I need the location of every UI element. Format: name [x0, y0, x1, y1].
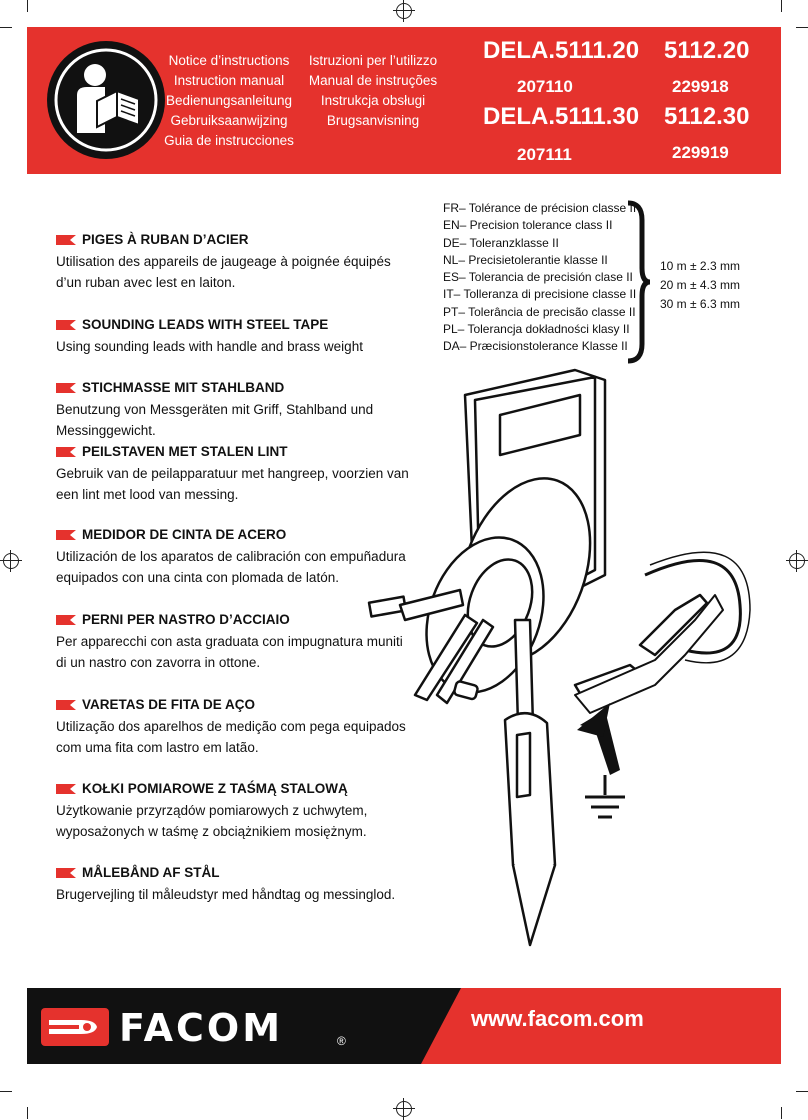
section-title: MÅLEBÅND AF STÅL: [56, 865, 220, 880]
brand-logo: FACOM: [119, 1006, 284, 1050]
reference-code: 5112.30: [664, 103, 750, 130]
section-text: Per apparecchi con asta graduata con imp…: [56, 634, 403, 670]
language-label: Bedienungsanleitung: [165, 93, 293, 108]
crop-mark: [0, 27, 12, 28]
tolerance-value: 10 m ± 2.3 mm: [660, 259, 740, 273]
section-title: PIGES À RUBAN D’ACIER: [56, 232, 249, 247]
language-label: Notice d’instructions: [168, 53, 290, 68]
tolerance-values: 10 m ± 2.3 mm 20 m ± 4.3 mm 30 m ± 6.3 m…: [660, 257, 740, 314]
red-arrow-icon: [56, 868, 76, 878]
red-arrow-icon: [56, 530, 76, 540]
section-title: SOUNDING LEADS WITH STEEL TAPE: [56, 317, 328, 332]
registered-mark: ®: [337, 1034, 346, 1048]
red-arrow-icon: [56, 700, 76, 710]
reference-code: 207110: [517, 77, 573, 96]
reference-code: 5112.20: [664, 37, 750, 64]
red-arrow-icon: [56, 320, 76, 330]
registration-mark-icon: [393, 0, 415, 22]
reference-code: 207111: [517, 145, 572, 164]
language-list-1: Notice d’instructions Instruction manual…: [159, 51, 299, 151]
registration-mark-icon: [786, 550, 808, 572]
tolerance-line: ES– Tolerancia de precisión clase II: [443, 270, 633, 285]
section-title: STICHMASSE MIT STAHLBAND: [56, 380, 284, 395]
tolerance-line: DE– Toleranzklasse II: [443, 235, 559, 250]
section-text: Utilisation des appareils de jaugeage à …: [56, 254, 391, 290]
section-text: Brugervejling til måleudstyr med håndtag…: [56, 887, 396, 902]
tolerance-line: PT– Tolerância de precisão classe II: [443, 304, 636, 319]
manual-reading-person-icon: [47, 41, 165, 159]
curly-brace-icon: [627, 200, 651, 364]
tolerance-line: IT– Tolleranza di precisione classe II: [443, 287, 637, 302]
section-title: KOŁKI POMIAROWE Z TAŚMĄ STALOWĄ: [56, 781, 348, 796]
language-label: Manual de instruções: [308, 73, 438, 88]
section-text: Użytkowanie przyrządów pomiarowych z uch…: [56, 803, 368, 839]
red-arrow-icon: [56, 235, 76, 245]
reference-code: 229918: [672, 77, 729, 96]
section-text: Gebruik van de peilapparatuur met hangre…: [56, 466, 409, 502]
crop-mark: [796, 1091, 808, 1092]
website-link[interactable]: www.facom.com: [471, 1006, 644, 1031]
reference-code: DELA.5111.30: [483, 103, 640, 130]
tolerance-line: DA– Præcisionstolerance Klasse II: [443, 339, 628, 354]
language-label: Istruzioni per l’utilizzo: [308, 53, 438, 68]
section-title: MEDIDOR DE CINTA DE ACERO: [56, 527, 286, 542]
tolerance-line: NL– Precisietolerantie klasse II: [443, 252, 608, 267]
red-arrow-icon: [56, 784, 76, 794]
tolerance-line: PL– Tolerancja dokładności klasy II: [443, 322, 630, 337]
section-text: Utilización de los aparatos de calibraci…: [56, 549, 406, 585]
language-label: Instrukcja obsługi: [320, 93, 426, 108]
registration-mark-icon: [393, 1098, 415, 1120]
crop-mark: [781, 1107, 782, 1119]
red-arrow-icon: [56, 383, 76, 393]
crop-mark: [27, 0, 28, 12]
header-banner: Notice d’instructions Instruction manual…: [27, 27, 781, 174]
tolerance-line: FR– Tolérance de précision classe II: [443, 201, 637, 215]
tolerance-value: 20 m ± 4.3 mm: [660, 278, 740, 292]
language-label: Instruction manual: [173, 73, 285, 88]
section-title: VARETAS DE FITA DE AÇO: [56, 697, 255, 712]
reference-code: 229919: [672, 143, 729, 162]
tolerance-line: EN– Precision tolerance class II: [443, 218, 613, 233]
language-list-2: Istruzioni per l’utilizzo Manual de inst…: [303, 51, 443, 131]
red-arrow-icon: [56, 615, 76, 625]
reference-code: DELA.5111.20: [483, 37, 640, 64]
crop-mark: [781, 0, 782, 12]
section-title: PEILSTAVEN MET STALEN LINT: [56, 444, 288, 459]
sounding-lead-illustration: [367, 368, 751, 947]
red-arrow-icon: [56, 447, 76, 457]
crop-mark: [796, 27, 808, 28]
section-text: Using sounding leads with handle and bra…: [56, 339, 363, 354]
crop-mark: [27, 1107, 28, 1119]
language-label: Brugsanvisning: [326, 113, 420, 128]
registration-mark-icon: [0, 550, 22, 572]
crop-mark: [0, 1091, 12, 1092]
tolerance-value: 30 m ± 6.3 mm: [660, 297, 740, 311]
language-label: Guia de instrucciones: [164, 133, 294, 148]
footer-banner: FACOM ® www.facom.com: [27, 988, 781, 1064]
section-title: PERNI PER NASTRO D’ACCIAIO: [56, 612, 290, 627]
language-label: Gebruiksaanwijzing: [170, 113, 288, 128]
tolerance-list: FR– Tolérance de précision classe II EN–…: [443, 200, 636, 356]
facom-wrench-logo-icon: [41, 1008, 109, 1046]
section-text: Benutzung von Messgeräten mit Griff, Sta…: [56, 402, 374, 438]
section-text: Utilização dos aparelhos de medição com …: [56, 719, 406, 755]
footer-red-band: [421, 988, 781, 1064]
